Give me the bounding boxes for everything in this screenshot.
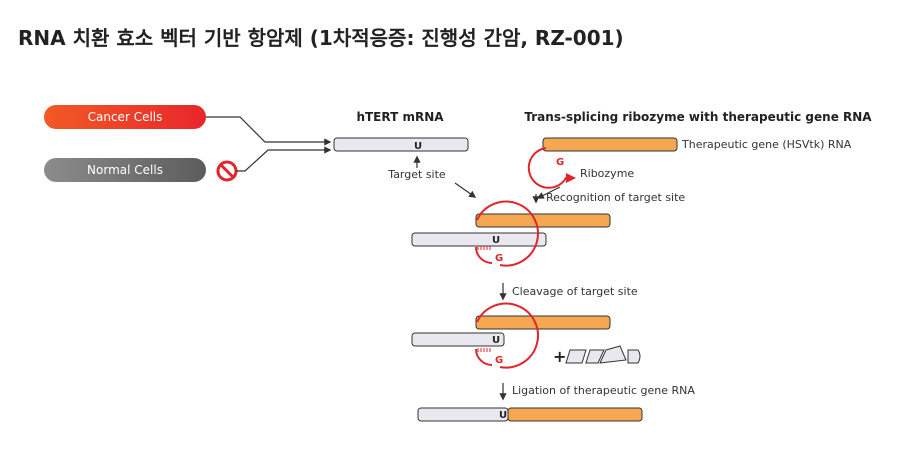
- recognition-mrna-bar: [411, 232, 547, 247]
- target-site-label: Target site: [387, 168, 446, 181]
- degraded-fragments: [565, 345, 641, 364]
- recognition-g-mark: G: [495, 253, 503, 264]
- cleavage-g-mark: G: [495, 355, 503, 366]
- converge-arrow-right: [536, 186, 561, 199]
- recognition-u-mark: U: [492, 235, 500, 246]
- recognition-ribozyme-inner: [475, 246, 493, 264]
- cleavage-mrna-bar: [411, 332, 505, 347]
- htert-label: hTERT mRNA: [356, 110, 444, 124]
- htert-u-mark: U: [414, 141, 422, 152]
- cleavage-ribozyme-inner: [475, 348, 493, 366]
- therapeutic-gene-label: Therapeutic gene (HSVtk) RNA: [681, 138, 852, 151]
- ligation-u-mark: U: [499, 410, 507, 421]
- ribozyme-loop: [527, 147, 576, 189]
- ribozyme-label: Ribozyme: [580, 167, 634, 180]
- cleavage-base-pairs: [477, 348, 491, 352]
- normal-connector-line: [236, 146, 332, 172]
- ligation-orange-bar: [507, 407, 643, 422]
- cleavage-label: Cleavage of target site: [512, 285, 638, 298]
- normal-cells-label: Normal Cells: [87, 163, 163, 177]
- converge-arrow-left: [454, 182, 477, 198]
- cancer-cells-pill: Cancer Cells: [44, 105, 206, 129]
- htert-mrna-bar: [333, 137, 469, 152]
- trans-splicing-label: Trans-splicing ribozyme with therapeutic…: [524, 110, 872, 124]
- page-title: RNA 치환 효소 벡터 기반 항암제 (1차적응증: 진행성 간암, RZ-0…: [18, 26, 624, 50]
- cancer-connector-line: [206, 116, 332, 146]
- ligation-label: Ligation of therapeutic gene RNA: [512, 384, 695, 397]
- ligation-mrna-bar: [417, 407, 509, 422]
- cleavage-ribozyme-arc: [476, 302, 539, 369]
- cancer-cells-label: Cancer Cells: [88, 110, 163, 124]
- recognition-label: Recognition of target site: [546, 191, 685, 204]
- cleavage-orange-bar: [475, 315, 611, 330]
- ribozyme-g-mark: G: [556, 157, 564, 168]
- recognition-ribozyme-arc: [476, 200, 539, 267]
- recognition-orange-bar: [475, 213, 611, 228]
- prohibited-icon: [216, 160, 238, 182]
- cleavage-u-mark: U: [492, 335, 500, 346]
- recognition-base-pairs: [477, 246, 491, 250]
- plus-sign: +: [553, 347, 566, 366]
- therapeutic-gene-bar: [542, 137, 678, 152]
- normal-cells-pill: Normal Cells: [44, 158, 206, 182]
